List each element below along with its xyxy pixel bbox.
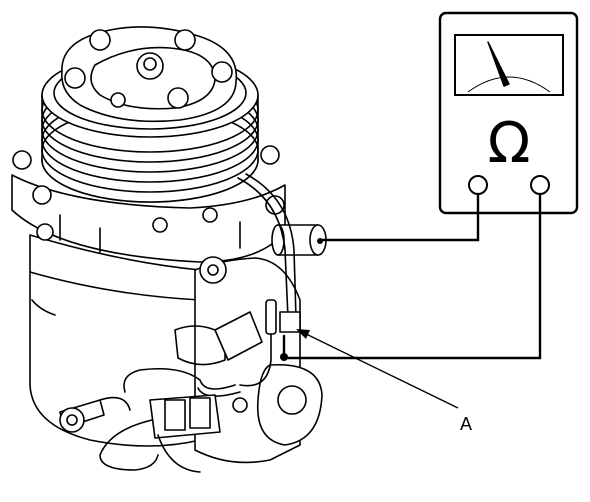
callout-leader-line xyxy=(301,331,459,409)
wire-connector xyxy=(99,367,241,473)
meter-terminal-right xyxy=(530,175,550,195)
wire-harness xyxy=(237,173,301,387)
ac-compressor xyxy=(11,26,327,473)
thermal-protector xyxy=(214,311,263,361)
meter-scale-arc xyxy=(467,76,551,93)
ohm-symbol: Ω xyxy=(488,111,531,176)
ohmmeter: Ω xyxy=(438,11,579,215)
mounting-bolt xyxy=(59,396,131,433)
meter-terminal-left xyxy=(468,175,488,195)
test-lead-left xyxy=(320,192,480,242)
clutch-plate xyxy=(61,26,238,123)
pipe-port xyxy=(271,224,327,256)
compressor-body xyxy=(29,234,201,447)
callout-arrowhead xyxy=(296,329,310,339)
test-lead-right xyxy=(285,192,542,360)
meter-needle xyxy=(487,41,510,87)
callout-label: A xyxy=(460,414,472,434)
callout-a: A xyxy=(296,329,472,434)
meter-display xyxy=(454,34,564,96)
